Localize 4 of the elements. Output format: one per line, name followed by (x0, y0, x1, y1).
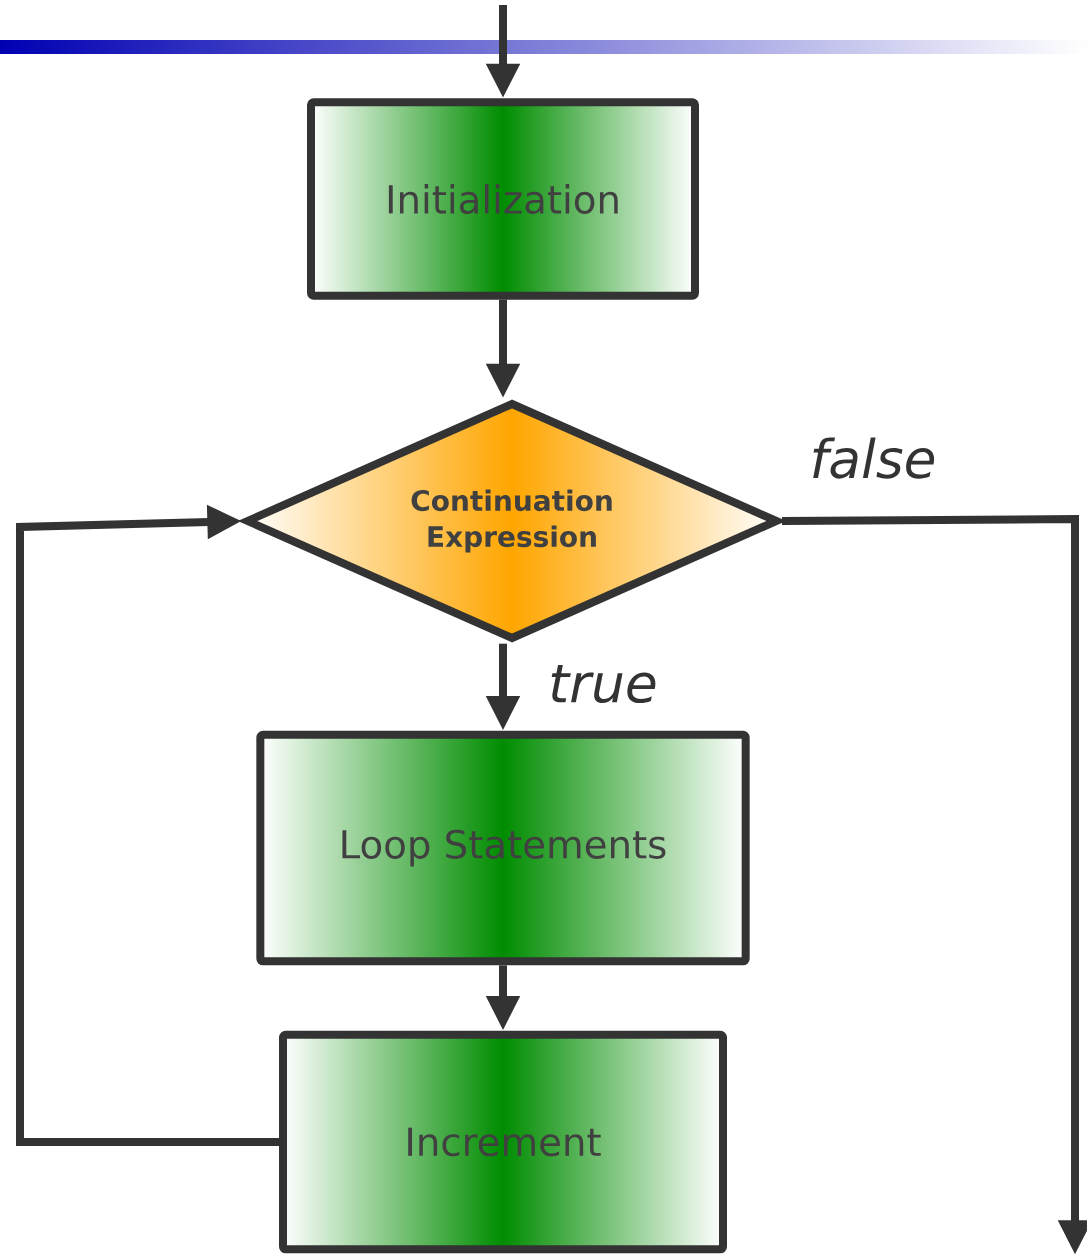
arrow (16, 504, 279, 1146)
edge-label: false (813, 437, 935, 479)
edge-label: true (551, 664, 656, 704)
process-box: Increment (279, 1030, 727, 1254)
